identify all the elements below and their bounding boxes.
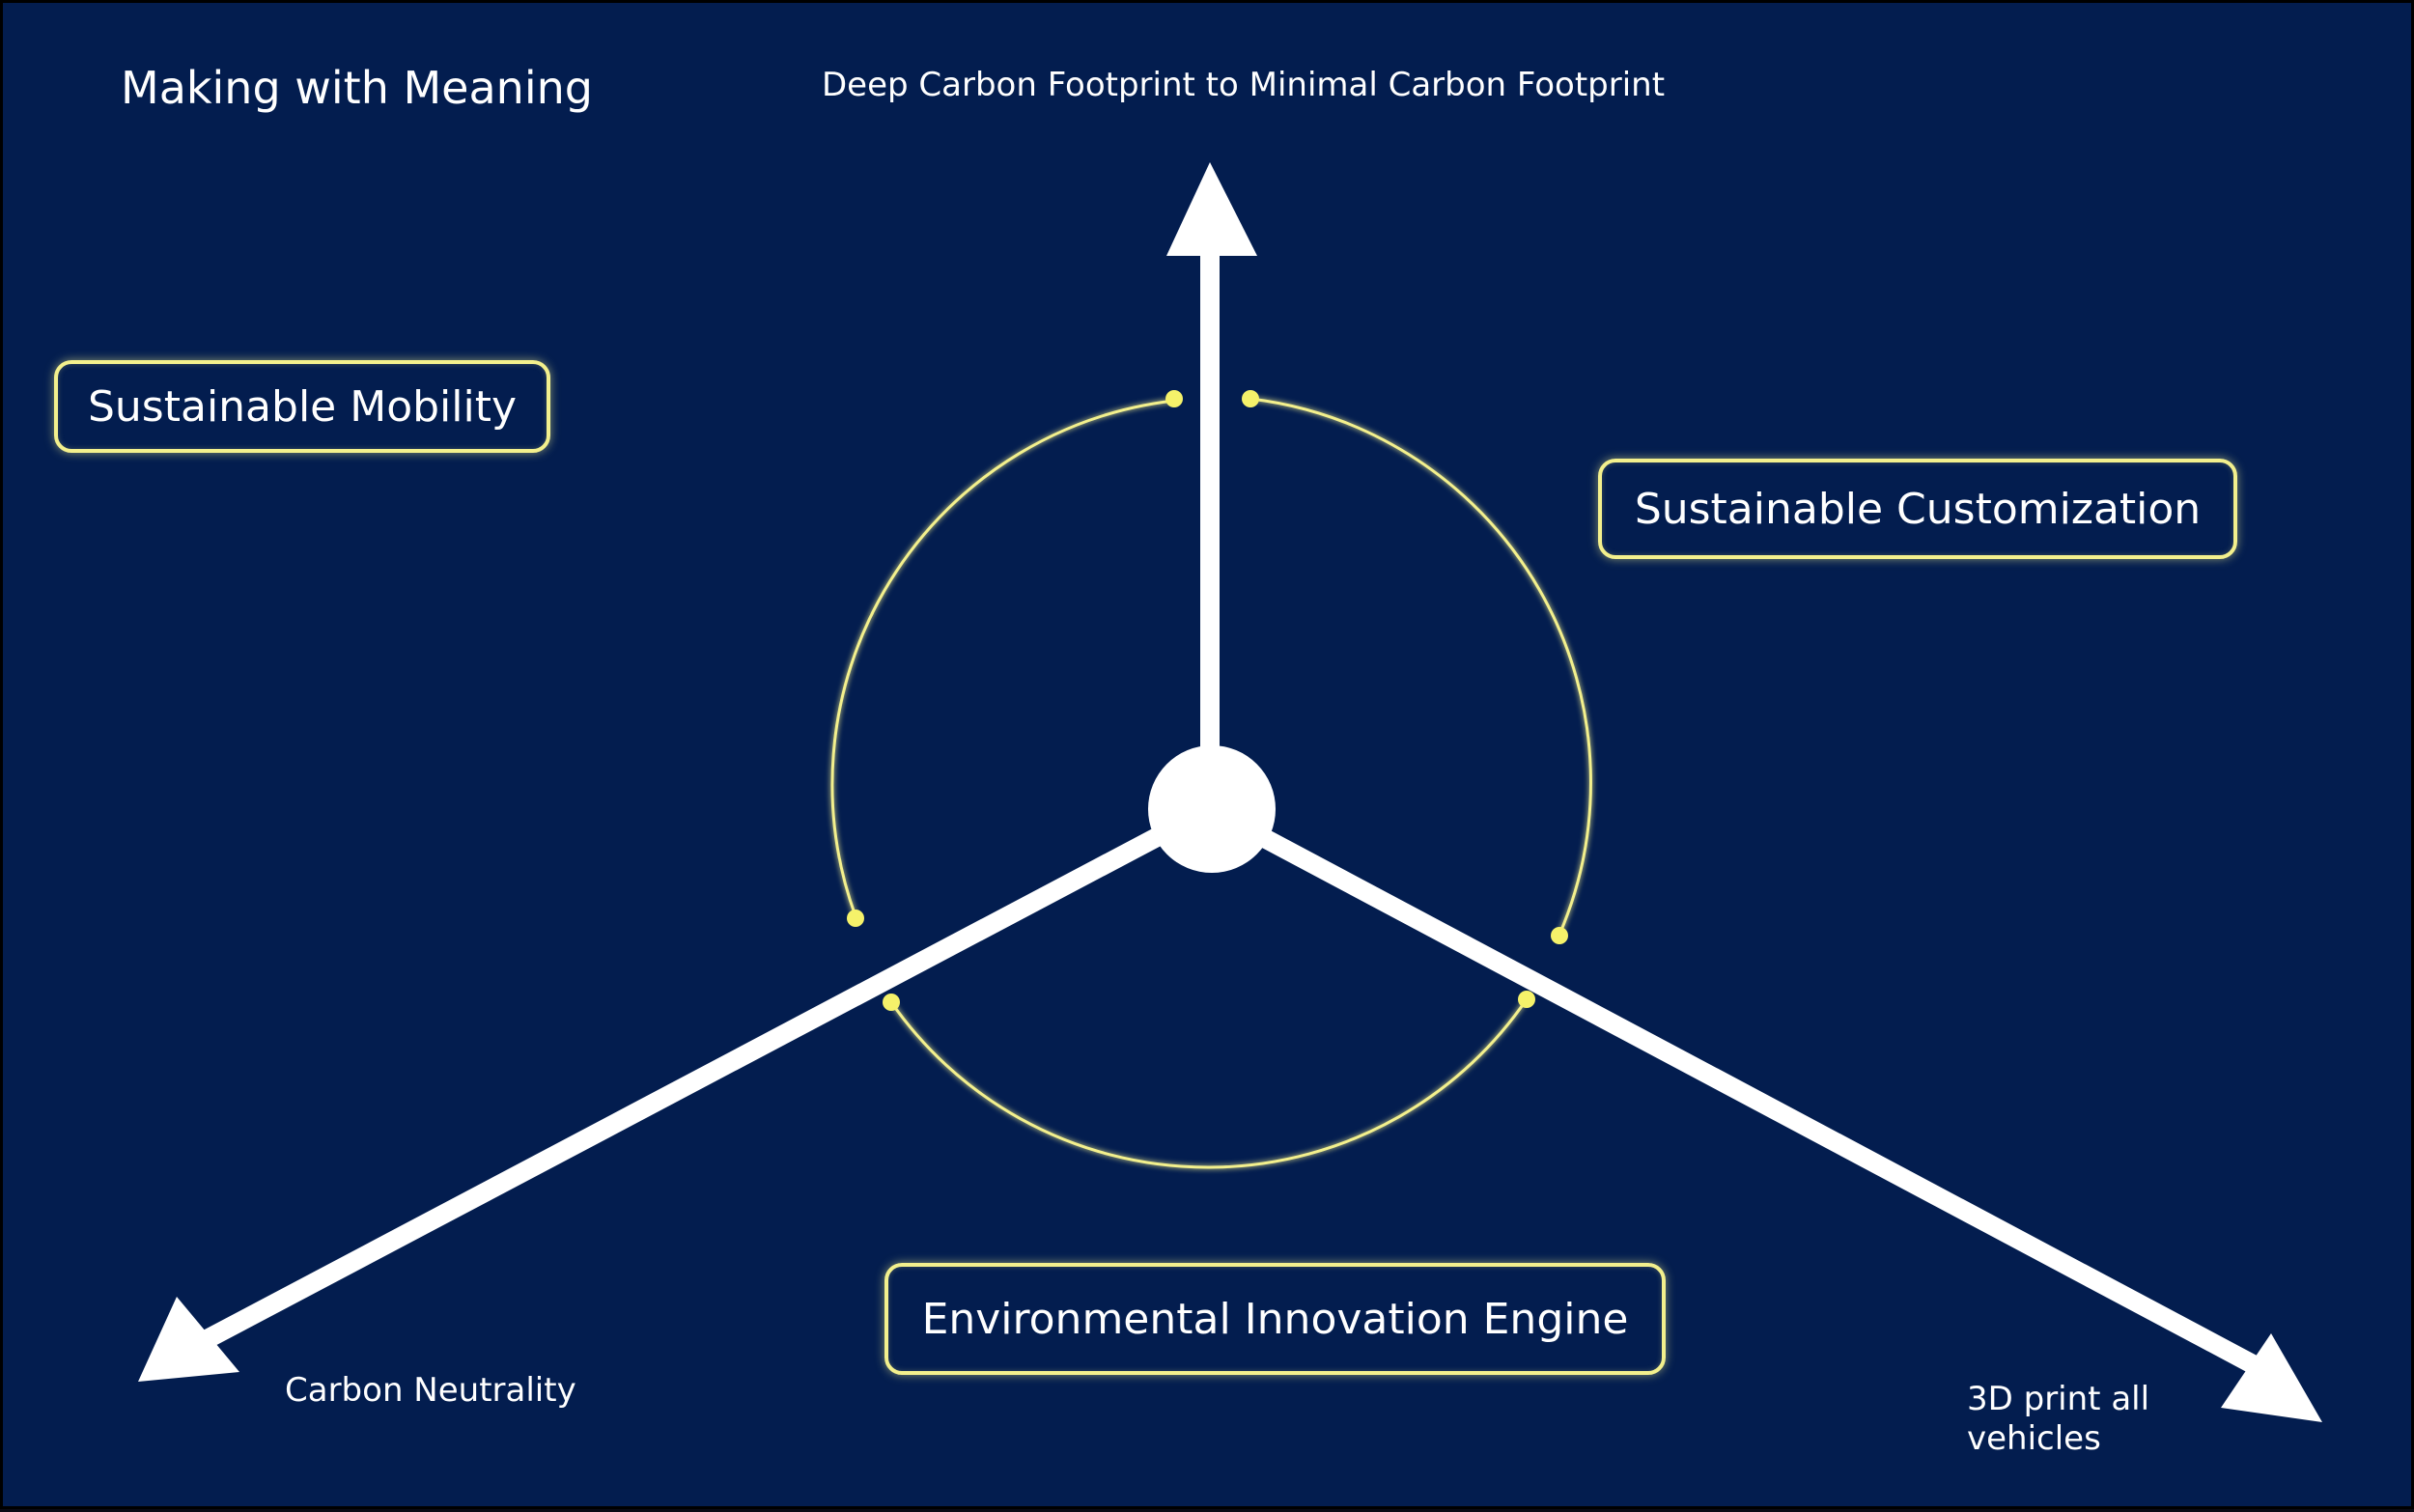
box-environmental-innovation-engine: Environmental Innovation Engine [884,1263,1666,1375]
box-sustainable-mobility: Sustainable Mobility [54,360,550,453]
arc-dot [883,994,900,1011]
axis-label-right: 3D print all vehicles [1967,1380,2150,1459]
axis-arrow-top-head [1166,162,1257,256]
arc-dot [1165,390,1183,407]
arc-customization-engine [1249,397,1592,936]
arc-dot [1242,390,1259,407]
axis-label-left: Carbon Neutrality [285,1371,576,1410]
diagram-graphics [138,162,2322,1422]
center-hub [1148,745,1276,873]
arc-dot [847,910,864,927]
arc-dot [1518,991,1535,1008]
axis-arrow-left-shaft [191,800,1215,1354]
axis-label-top: Deep Carbon Footprint to Minimal Carbon … [822,66,1666,104]
arc-engine [889,998,1529,1169]
axis-arrow-left-head [138,1297,239,1382]
arc-mobility-customization [830,399,1175,917]
arc-dot [1551,927,1568,944]
box-sustainable-customization: Sustainable Customization [1598,459,2237,559]
axis-arrow-right-shaft [1205,800,2258,1373]
diagram-title: Making with Meaning [121,62,593,114]
axis-arrow-right-head [2221,1333,2322,1422]
